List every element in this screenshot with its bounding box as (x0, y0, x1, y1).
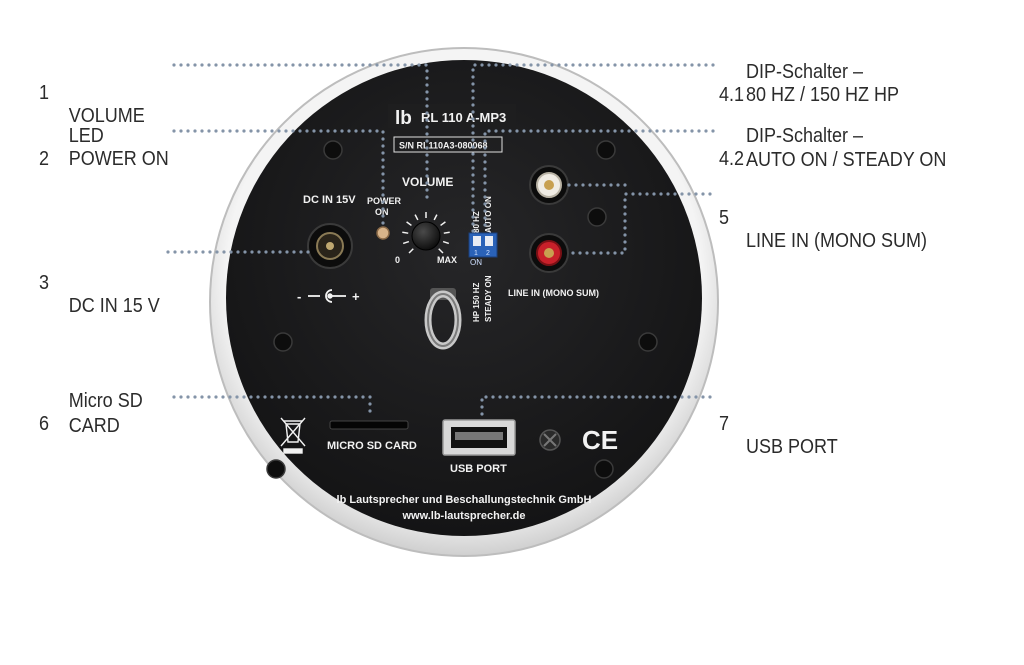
callout-text: AUTO ON / STEADY ON (746, 149, 947, 171)
callout-leader-lines (166, 63, 715, 420)
line-in-panel-label: LINE IN (MONO SUM) (508, 288, 599, 298)
dip-switch-1-lever[interactable] (473, 236, 481, 246)
callout-text: POWER ON (68, 148, 169, 170)
polarity-plus: + (352, 289, 360, 304)
ce-mark: CE (582, 425, 618, 455)
website: www.lb-lautsprecher.de (401, 510, 525, 522)
back-panel-plate (226, 60, 702, 536)
callout-number: 2 (39, 148, 50, 170)
callout-number: 6 (39, 413, 50, 435)
volume-tick (402, 231, 409, 234)
company-name: lb Lautsprecher und Beschallungstechnik … (337, 494, 592, 506)
dip-bottom-label-2: STEADY ON (484, 275, 493, 322)
volume-max-label: MAX (437, 255, 457, 265)
power-on-label: POWER (367, 196, 402, 206)
callout-text: LINE IN (MONO SUM) (746, 230, 928, 252)
callout-text: Micro SD (68, 390, 143, 412)
volume-tick (442, 240, 450, 245)
line-in-rca-red (529, 233, 569, 273)
callout-1-volume: 1 VOLUME (39, 59, 165, 127)
callout-3-dc-in: 3 DC IN 15 V (39, 249, 174, 317)
polarity-symbol (308, 289, 346, 303)
callout-text: LED (68, 125, 104, 147)
volume-tick (408, 248, 414, 254)
callout-number: 1 (39, 82, 50, 104)
callout-number: 4.1 (719, 84, 745, 106)
volume-tick (443, 231, 450, 234)
panel-screws (266, 140, 658, 479)
callout-text: CARD (68, 415, 120, 437)
callout-number: 5 (719, 207, 730, 229)
power-on-label-2: ON (375, 207, 389, 217)
volume-scale (402, 212, 450, 254)
dip-switch-2-number: 2 (486, 250, 490, 257)
dip-top-label-1: 80 HZ (472, 211, 481, 233)
brand-logo: lb (395, 108, 412, 129)
line-in-rca-white (529, 165, 569, 205)
callout-text: DIP-Schalter – (746, 61, 864, 83)
volume-knob[interactable] (411, 221, 441, 251)
callout-2-led-power-on: 2 LED POWER ON (39, 125, 174, 173)
mounting-eyelet (424, 288, 462, 350)
callout-number: 7 (719, 413, 730, 435)
model-label-plate (388, 104, 516, 128)
callout-text: USB PORT (746, 436, 838, 458)
model-name: RL 110 A-MP3 (421, 110, 506, 125)
callout-text: DIP-Schalter – (746, 125, 864, 147)
volume-tick (438, 248, 444, 254)
volume-tick (440, 221, 446, 227)
callout-number: 4.2 (719, 148, 745, 170)
volume-tick (414, 214, 419, 221)
weee-bin-icon (280, 417, 306, 454)
volume-tick (402, 240, 410, 245)
usb-port-panel-label: USB PORT (450, 463, 507, 475)
callout-5-line-in: 5 LINE IN (MONO SUM) (719, 184, 980, 252)
serial-number: S/N RL110A3-080068 (399, 141, 488, 151)
dip-top-label-2: AUTO ON (484, 196, 493, 233)
callout-4-1-dip-80hz: 4.1 DIP-Schalter – 80 HZ / 150 HZ HP (719, 61, 953, 109)
callout-text: 80 HZ / 150 HZ HP (746, 84, 900, 106)
callout-6-micro-sd: 6 Micro SD CARD (39, 390, 174, 438)
micro-sd-panel-label: MICRO SD CARD (327, 440, 417, 452)
dip-switch-2-lever[interactable] (485, 236, 493, 246)
polarity-minus: - (297, 289, 301, 304)
callout-text: DC IN 15 V (68, 295, 160, 317)
dip-switch-1-number: 1 (474, 250, 478, 257)
volume-min-label: 0 (395, 255, 400, 265)
dip-bottom-label-1: HP 150 HZ (472, 282, 481, 322)
vent-screw (539, 429, 561, 451)
callout-4-2-dip-auto-on: 4.2 DIP-Schalter – AUTO ON / STEADY ON (719, 125, 980, 173)
callout-7-usb-port: 7 USB PORT (719, 390, 899, 458)
micro-sd-slot[interactable] (329, 420, 409, 430)
serial-number-box (393, 136, 503, 153)
callout-number: 3 (39, 272, 50, 294)
power-led (376, 226, 390, 240)
volume-tick (433, 214, 438, 221)
callout-text: VOLUME (68, 105, 145, 127)
dc-in-label: DC IN 15V (303, 194, 356, 206)
dip-on-label: ON (470, 258, 482, 267)
volume-tick (406, 221, 412, 227)
